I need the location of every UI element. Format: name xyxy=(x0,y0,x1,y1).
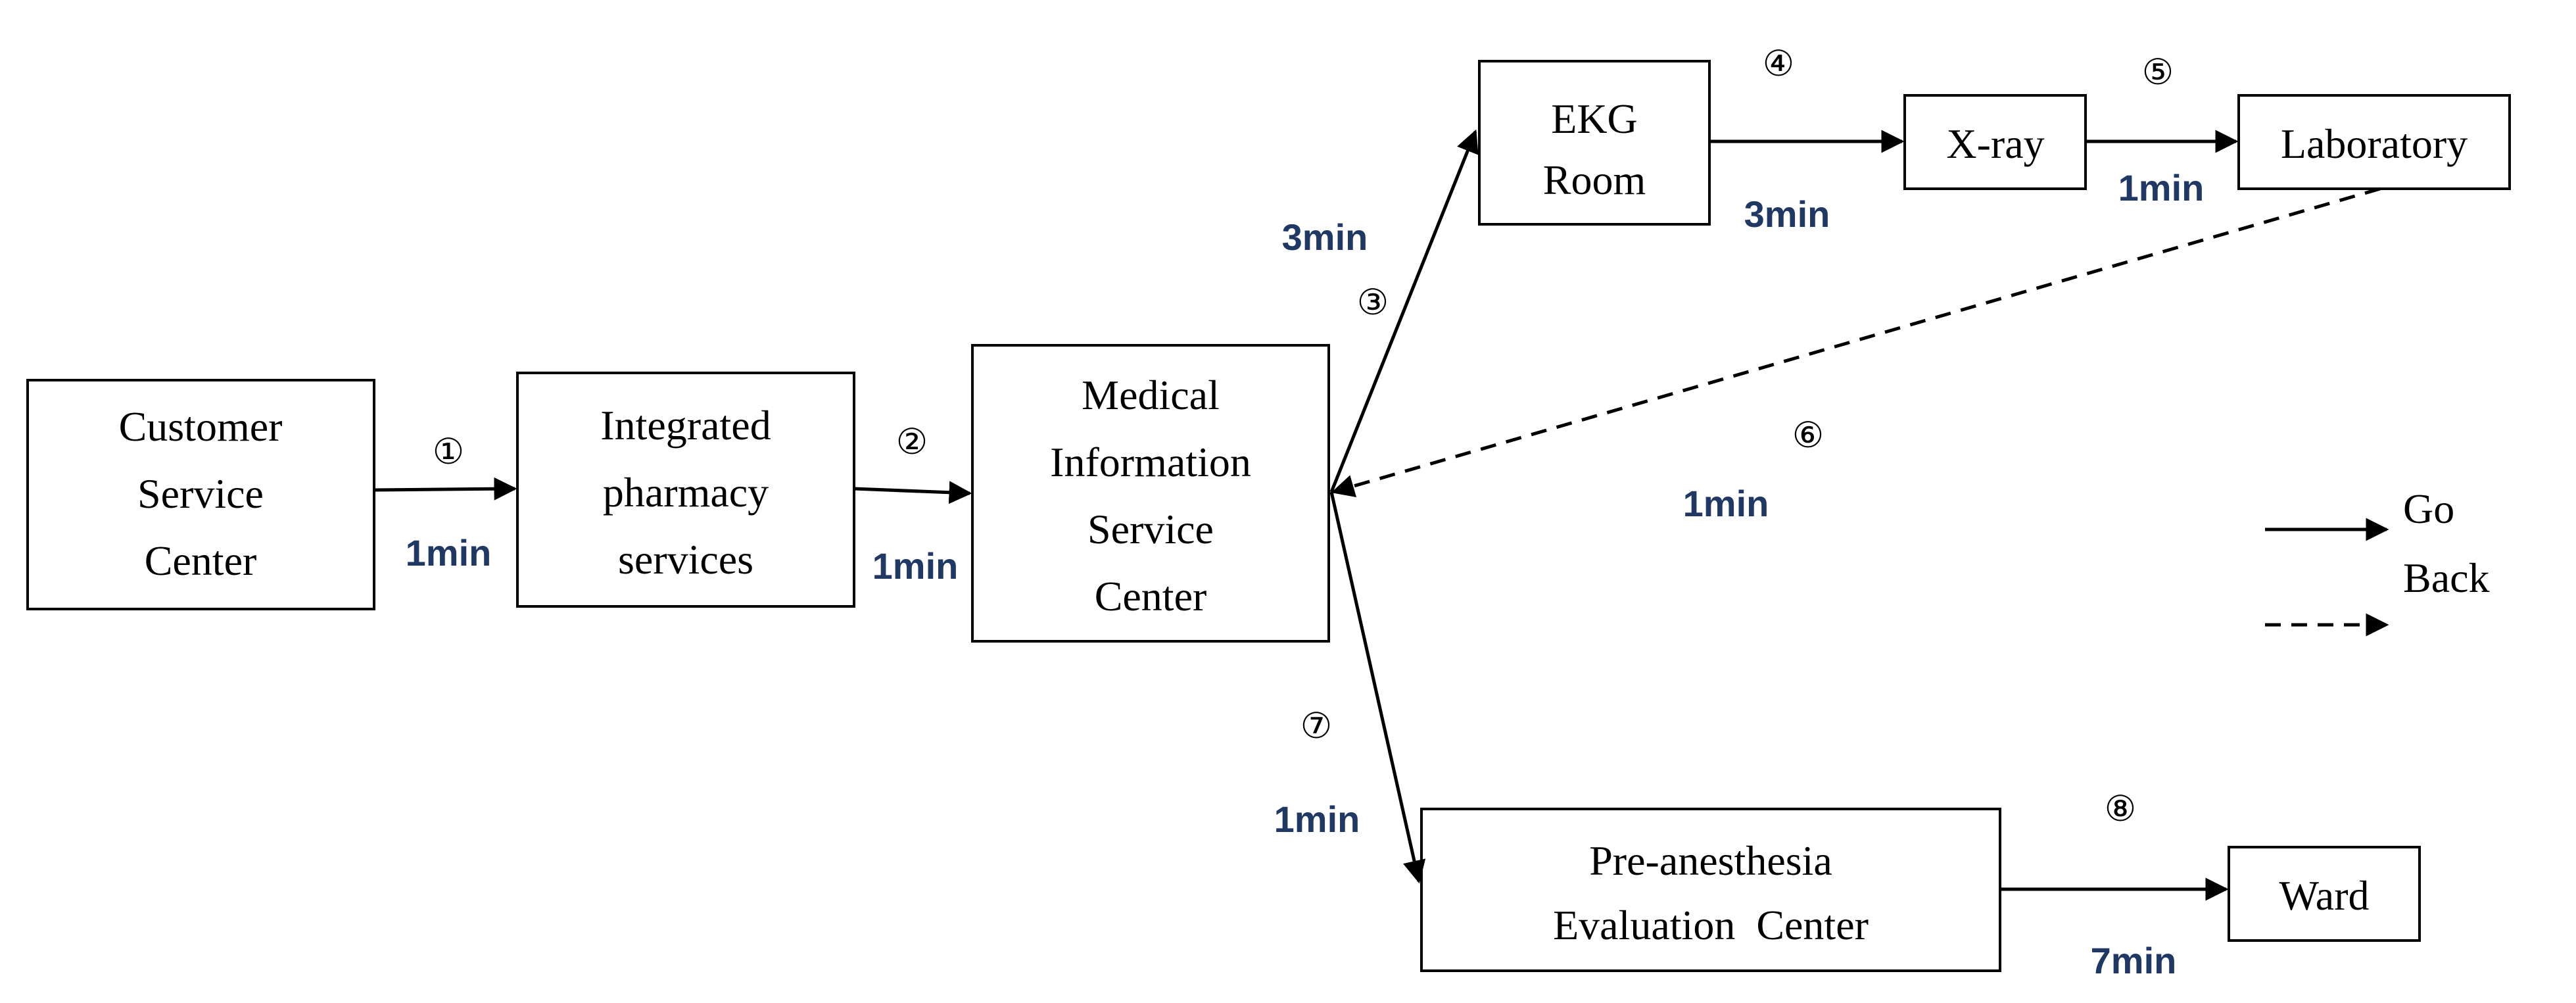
medical-info-line-3: Service xyxy=(1087,506,1214,552)
laboratory-label: Laboratory xyxy=(2281,120,2468,167)
arrow-2-pharmacy-to-medical-info xyxy=(853,481,972,504)
pre-anesthesia-line-2: Evaluation Center xyxy=(1553,902,1869,948)
ward-label: Ward xyxy=(2279,872,2370,919)
legend: Go Back xyxy=(2265,485,2490,637)
medical-info-line-2: Information xyxy=(1050,439,1251,485)
medical-info-line-1: Medical xyxy=(1082,372,1220,418)
arrow-7-medical-info-to-pre-anesthesia xyxy=(1329,491,1426,884)
time-7-label: 1min xyxy=(1274,798,1360,840)
customer-service-center-line-1: Customer xyxy=(119,403,283,450)
time-1-label: 1min xyxy=(406,532,492,574)
ekg-room-line-1: EKG xyxy=(1551,95,1638,142)
time-8-label: 7min xyxy=(2091,940,2177,981)
customer-service-center-box: Customer Service Center xyxy=(26,379,375,610)
arrow-6-laboratory-back-to-medical-info xyxy=(1331,187,2381,498)
step-4-label: ④ xyxy=(1763,43,1794,84)
pre-anesthesia-line-1: Pre-anesthesia xyxy=(1589,837,1832,884)
step-5-label: ⑤ xyxy=(2142,51,2174,93)
time-3-label: 3min xyxy=(1282,216,1368,258)
step-3-label: ③ xyxy=(1357,281,1389,323)
laboratory-box: Laboratory xyxy=(2237,94,2511,190)
step-7-label: ⑦ xyxy=(1300,705,1332,746)
legend-go-label: Go xyxy=(2403,485,2454,532)
step-1-label: ① xyxy=(433,431,464,472)
ward-box: Ward xyxy=(2228,846,2421,942)
ekg-room-box: EKG Room xyxy=(1478,60,1711,226)
customer-service-center-line-2: Service xyxy=(137,470,264,517)
integrated-pharmacy-line-3: services xyxy=(618,536,753,583)
customer-service-center-line-3: Center xyxy=(145,537,257,584)
arrow-1-customer-to-pharmacy xyxy=(373,477,517,501)
integrated-pharmacy-line-1: Integrated xyxy=(600,402,771,449)
ekg-room-line-2: Room xyxy=(1543,157,1646,203)
medical-info-line-4: Center xyxy=(1095,573,1207,620)
x-ray-label: X-ray xyxy=(1946,120,2044,167)
time-4-label: 3min xyxy=(1744,193,1830,235)
arrow-3-medical-info-to-ekg xyxy=(1329,129,1479,493)
step-6-label: ⑥ xyxy=(1792,414,1824,456)
time-5-label: 1min xyxy=(2118,167,2205,208)
medical-information-service-center-box: Medical Information Service Center xyxy=(971,344,1330,643)
pre-anesthesia-evaluation-center-box: Pre-anesthesia Evaluation Center xyxy=(1420,808,2001,972)
step-8-label: ⑧ xyxy=(2105,788,2136,829)
integrated-pharmacy-line-2: pharmacy xyxy=(603,469,769,516)
step-2-label: ② xyxy=(896,421,928,462)
integrated-pharmacy-box: Integrated pharmacy services xyxy=(516,372,855,608)
x-ray-box: X-ray xyxy=(1903,94,2087,190)
legend-back-label: Back xyxy=(2403,554,2490,601)
time-2-label: 1min xyxy=(872,545,959,587)
time-6-label: 1min xyxy=(1683,483,1769,524)
